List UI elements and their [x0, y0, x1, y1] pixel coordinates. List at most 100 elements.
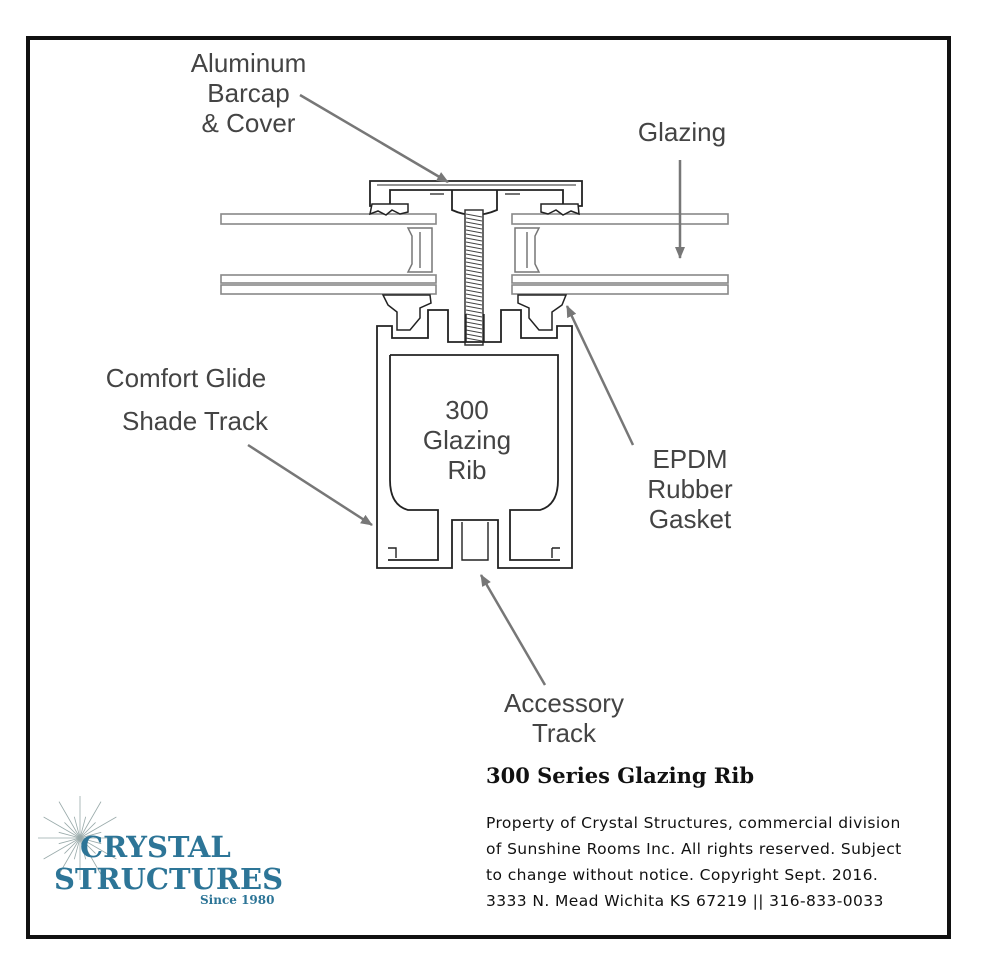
bolt-thread — [465, 273, 483, 278]
bolt-thread — [465, 277, 483, 282]
glazing-upper-right — [511, 213, 729, 225]
bolt-thread — [465, 281, 483, 286]
bolt-thread — [465, 261, 483, 266]
starburst-ray — [58, 837, 81, 875]
starburst-ray — [43, 837, 81, 860]
bolt-thread — [465, 313, 483, 318]
bolt-thread — [465, 233, 483, 238]
bolt-thread — [465, 325, 483, 330]
bolt-thread — [465, 301, 483, 306]
starburst-ray — [58, 831, 81, 839]
accessory-arrow — [479, 574, 547, 686]
glazing-lower-right-b — [511, 284, 729, 295]
crystal-structures-logo: CRYSTAL STRUCTURES Since 1980 — [40, 800, 290, 910]
bolt-thread — [465, 257, 483, 262]
top-gaskets — [368, 203, 580, 216]
notice-line: Property of Crystal Structures, commerci… — [486, 814, 901, 832]
bolt-thread — [465, 297, 483, 302]
barcap-label-line1: Aluminum — [190, 48, 307, 78]
starburst-ray — [79, 837, 102, 845]
notice-line: to change without notice. Copyright Sept… — [486, 866, 879, 884]
bolt-thread — [465, 285, 483, 290]
glazing-lower-left-b — [220, 284, 437, 295]
bolt-thread — [465, 253, 483, 258]
notice-line: of Sunshine Rooms Inc. All rights reserv… — [486, 840, 902, 858]
logo-line2: STRUCTURES — [54, 862, 284, 896]
bolt-thread — [465, 333, 483, 338]
bolt-thread — [465, 237, 483, 242]
notice-line: 3333 N. Mead Wichita KS 67219 || 316-833… — [486, 892, 884, 910]
leader-arrows — [247, 93, 685, 686]
starburst-ray — [79, 816, 117, 839]
drawing-frame — [26, 36, 951, 939]
bolt-thread — [465, 241, 483, 246]
starburst-ray — [79, 816, 87, 839]
threaded-bolt — [464, 209, 484, 346]
shade-track-arrow — [247, 443, 373, 527]
starburst-ray — [79, 837, 117, 860]
glazing-spacers — [406, 227, 541, 273]
rib-label-line1: 300 — [445, 395, 489, 425]
bolt-thread — [465, 305, 483, 310]
bolt-thread — [465, 289, 483, 294]
gasket-label-line2: Rubber — [647, 474, 733, 504]
starburst-ray — [73, 837, 81, 860]
glazing-panels — [220, 213, 729, 295]
bottom-gaskets — [381, 294, 568, 331]
glazing-upper-left — [220, 213, 437, 225]
bolt-thread — [465, 245, 483, 250]
starburst-ray — [58, 837, 81, 845]
logo-starburst — [38, 796, 122, 880]
gasket-arrow — [565, 305, 635, 446]
starburst-ray — [64, 837, 81, 854]
logo-since: Since 1980 — [200, 893, 275, 907]
glazing-label: Glazing — [637, 117, 727, 147]
starburst-ray — [79, 837, 87, 860]
accessory-label-line2: Track — [531, 718, 597, 748]
logo-line1: CRYSTAL — [80, 830, 231, 864]
bolt-thread — [465, 229, 483, 234]
accessory-label: Accessory Track — [484, 688, 644, 748]
bolt-thread — [465, 225, 483, 230]
gasket-label-line3: Gasket — [648, 504, 732, 534]
starburst-ray — [58, 801, 81, 839]
bolt-thread — [465, 249, 483, 254]
glazing-rib — [376, 309, 573, 569]
rib-label-line3: Rib — [447, 455, 487, 485]
starburst-ray — [79, 822, 96, 839]
starburst-ray — [79, 837, 96, 854]
starburst-ray — [79, 801, 102, 839]
drawing-title: 300 Series Glazing Rib — [486, 763, 755, 788]
barcap-label-line3: & Cover — [201, 108, 296, 138]
starburst-ray — [79, 831, 102, 839]
barcap-arrow — [299, 93, 449, 184]
bolt-thread — [465, 317, 483, 322]
rib-label-line2: Glazing — [422, 425, 512, 455]
bolt-thread — [465, 293, 483, 298]
glazing-lower-right-a — [511, 274, 729, 284]
shade-track-label-line1: Comfort Glide — [105, 363, 267, 393]
barcap-label: Aluminum Barcap & Cover — [176, 48, 321, 138]
accessory-label-line1: Accessory — [504, 688, 624, 718]
bolt-thread — [465, 321, 483, 326]
glazing-lower-left-a — [220, 274, 437, 284]
starburst-ray — [64, 822, 81, 839]
rib-label: 300 Glazing Rib — [402, 395, 532, 485]
barcap-label-line2: Barcap — [207, 78, 290, 108]
bolt-thread — [465, 217, 483, 222]
gasket-label: EPDM Rubber Gasket — [620, 444, 760, 534]
starburst-ray — [43, 816, 81, 839]
bolt-thread — [465, 265, 483, 270]
shade-track-label-line2: Shade Track — [122, 406, 268, 436]
bolt-thread — [465, 269, 483, 274]
bolt-thread — [465, 221, 483, 226]
bolt-thread — [465, 309, 483, 314]
copyright-notice: Property of Crystal Structures, commerci… — [486, 810, 902, 914]
bolt-thread — [465, 329, 483, 334]
gasket-label-line1: EPDM — [652, 444, 728, 474]
starburst-ray — [73, 816, 81, 839]
starburst-ray — [79, 837, 102, 875]
bolt-thread — [465, 213, 483, 218]
bolt-thread — [465, 337, 483, 342]
